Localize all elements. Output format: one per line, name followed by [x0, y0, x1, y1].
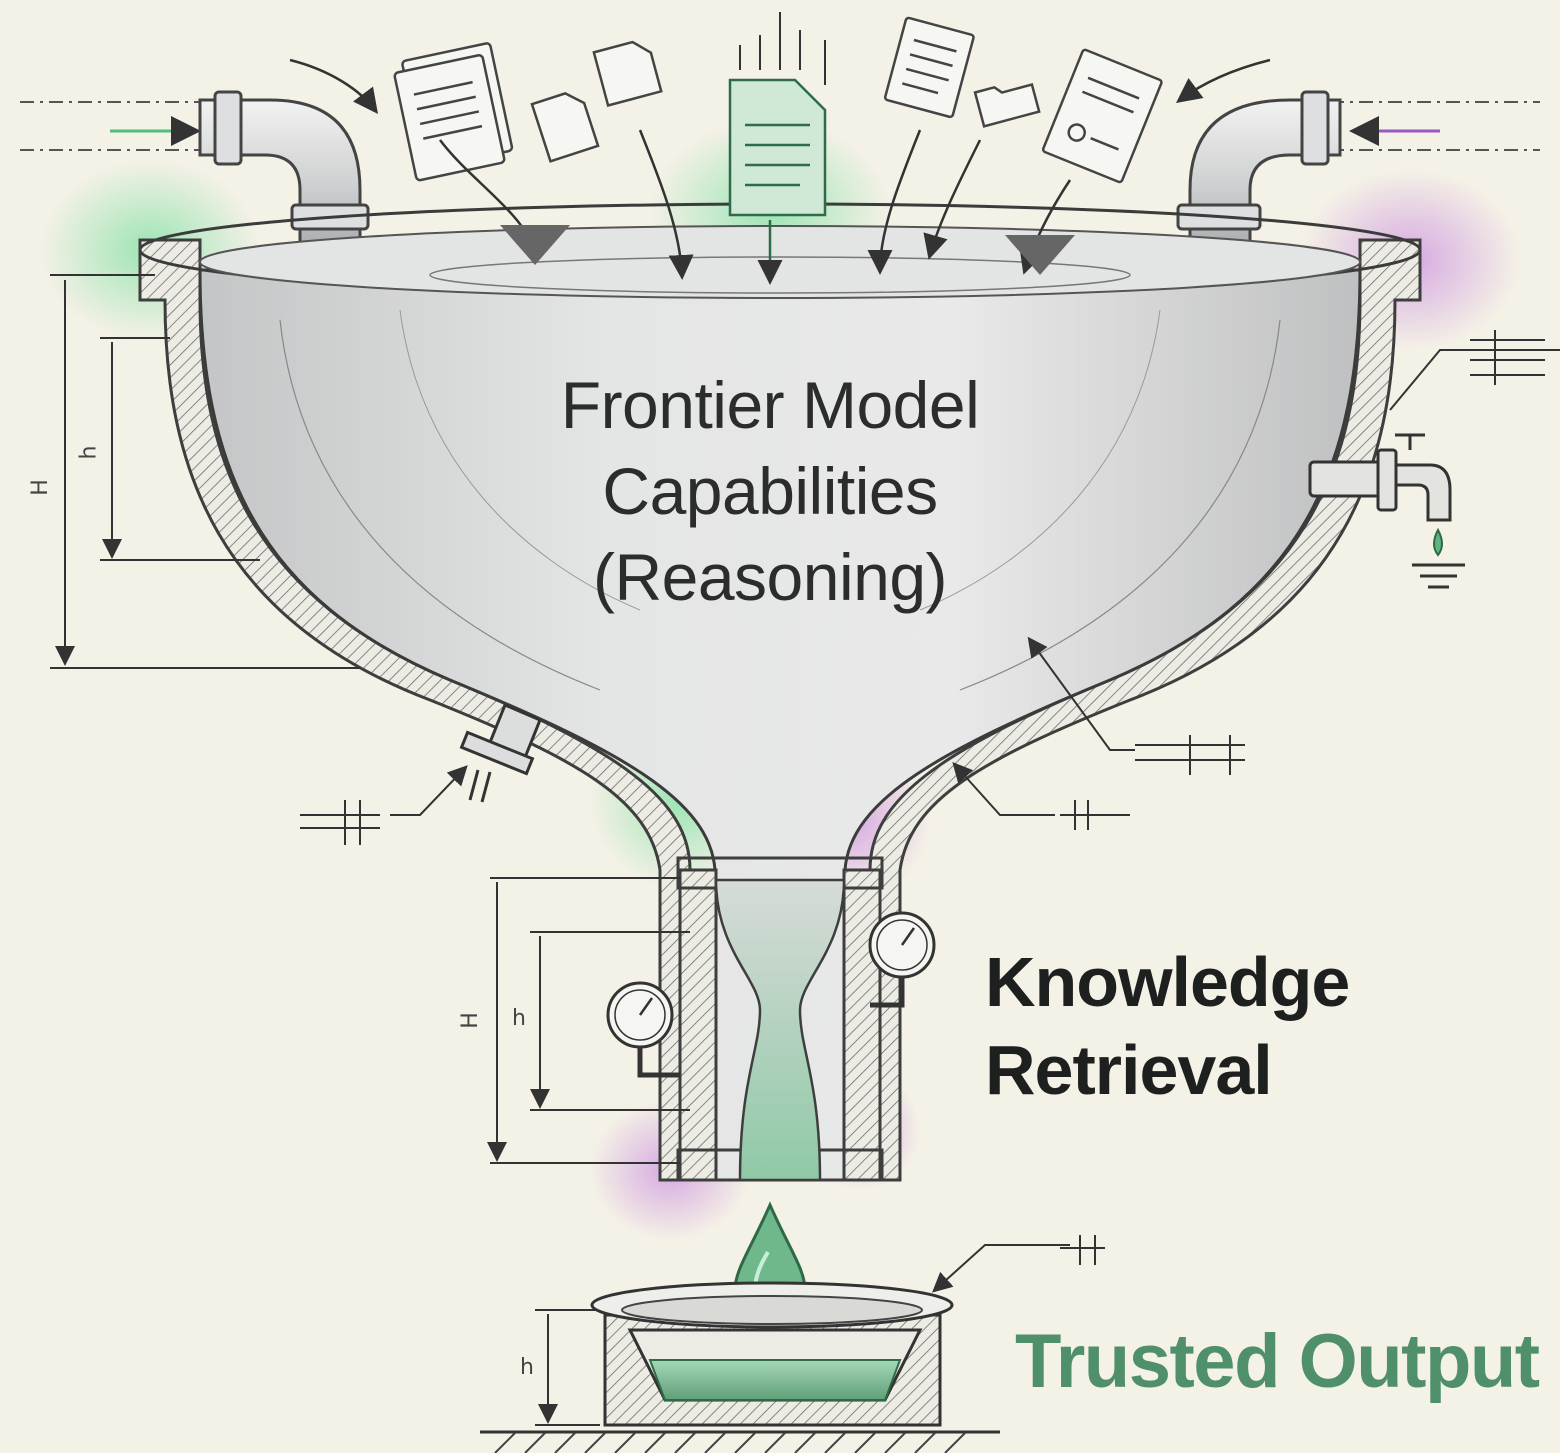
document-icon	[883, 16, 975, 119]
trusted-output-label: Trusted Output	[1015, 1319, 1540, 1404]
folder-icon	[973, 82, 1041, 128]
leader-annotations	[300, 330, 1560, 1293]
dimension-lines	[50, 274, 690, 1426]
dimension-label-upper-inner: h	[76, 445, 102, 460]
knowledge-retrieval-line-1: Knowledge	[985, 943, 1350, 1021]
drain-valve	[459, 703, 542, 803]
pressure-gauge-icon	[868, 911, 936, 1008]
output-basin	[480, 1281, 1000, 1453]
inflow-pipes	[20, 101, 1540, 151]
document-icon	[393, 42, 514, 182]
knowledge-retrieval-line-2: Retrieval	[985, 1031, 1273, 1109]
pipe-elbow-icon	[198, 90, 370, 272]
dimension-label-neck-inner: h	[512, 1006, 526, 1031]
dimension-label-neck-outer: H	[457, 1012, 483, 1029]
main-label-line-2: Capabilities	[602, 454, 938, 528]
dimension-label-basin: h	[520, 1355, 534, 1380]
neck-channel	[714, 878, 846, 1182]
faucet-icon	[1308, 433, 1465, 589]
pressure-gauge-icon	[606, 981, 680, 1078]
document-icon	[728, 78, 827, 217]
document-icon	[1041, 48, 1163, 184]
document-icon	[592, 40, 663, 108]
main-label: Frontier Model Capabilities (Reasoning)	[470, 362, 1070, 620]
inflow-arrows	[289, 12, 1271, 285]
incoming-documents	[393, 16, 1163, 217]
dimension-label-upper-outer: H	[27, 479, 53, 496]
main-label-line-3: (Reasoning)	[592, 540, 948, 614]
knowledge-retrieval-label: Knowledge Retrieval	[985, 938, 1350, 1114]
document-icon	[530, 92, 600, 163]
main-label-line-1: Frontier Model	[560, 368, 980, 442]
